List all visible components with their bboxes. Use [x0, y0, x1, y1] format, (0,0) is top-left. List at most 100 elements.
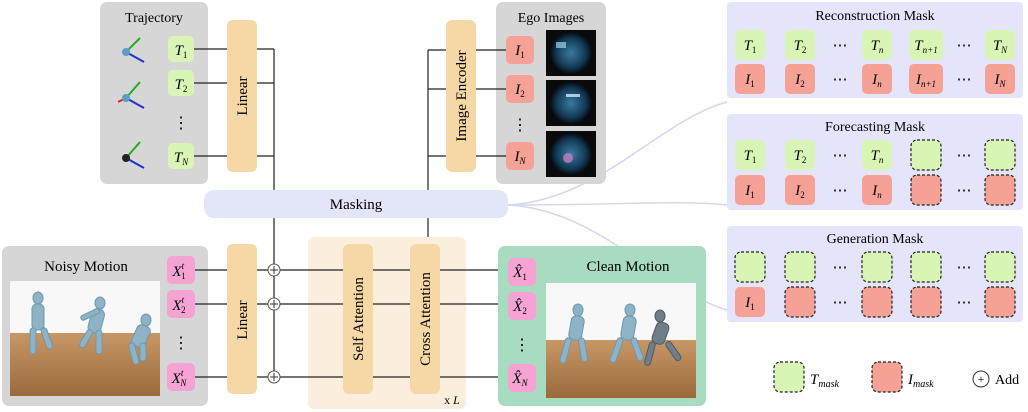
trajectory-axes-icon-2	[117, 81, 145, 109]
svg-text:T1: T1	[175, 43, 188, 60]
svg-text:⋯: ⋯	[833, 183, 848, 199]
ego-ellipsis: ⋮	[512, 117, 528, 134]
ego-image-thumbnail-2	[546, 80, 596, 126]
svg-text:T2: T2	[794, 148, 807, 165]
svg-text:Linear: Linear	[235, 76, 251, 115]
trajectory-panel: Trajectory T1 T2 ⋮ TN	[100, 2, 208, 184]
ego-token-n: IN	[506, 142, 534, 170]
svg-text:Tmask: Tmask	[810, 372, 839, 390]
svg-text:Self Attention: Self Attention	[351, 277, 367, 361]
flow-connectors	[195, 269, 508, 378]
svg-text:TN: TN	[174, 150, 189, 167]
ego-images-title: Ego Images	[518, 11, 584, 26]
noisy-motion-image	[10, 281, 160, 396]
generation-row-trajectory	[734, 251, 1016, 283]
svg-text:In: In	[871, 183, 882, 200]
noisy-motion-title: Noisy Motion	[44, 259, 128, 275]
svg-text:Tn+1: Tn+1	[914, 38, 937, 55]
svg-text:TN: TN	[993, 38, 1008, 55]
trajectory-token-2: T2	[168, 70, 194, 96]
ego-image-thumbnail-n	[546, 131, 596, 177]
svg-text:⋯: ⋯	[957, 295, 972, 311]
image-encoder-block: Image Encoder	[446, 20, 476, 172]
forecasting-row-images: I1 I2 ⋯ In ⋯	[735, 174, 1016, 206]
svg-text:X̂2: X̂2	[512, 299, 527, 316]
reconstruction-row-trajectory: T1 T2 ⋯ Tn Tn+1 ⋯ TN	[735, 30, 1015, 60]
svg-text:Tn: Tn	[871, 148, 884, 165]
svg-text:X̂N: X̂N	[511, 371, 528, 388]
svg-text:Cross Attention: Cross Attention	[418, 272, 434, 366]
svg-text:⋯: ⋯	[957, 148, 972, 164]
noisy-ellipsis: ⋮	[173, 335, 189, 352]
legend-i-mask: Imask	[871, 361, 934, 393]
reconstruction-mask-title: Reconstruction Mask	[815, 9, 934, 24]
svg-text:Xt2: Xt2	[171, 295, 185, 315]
self-attention-block	[343, 244, 373, 394]
svg-text:Image Encoder: Image Encoder	[454, 50, 470, 141]
clean-motion-panel: Clean Motion X̂1 X̂2 ⋮ X̂N	[498, 246, 706, 406]
add-nodes	[267, 263, 281, 384]
svg-text:I1: I1	[744, 295, 755, 312]
svg-text:+: +	[978, 372, 985, 386]
reconstruction-row-images: I1 I2 ⋯ In In+1 ⋯ IN	[735, 64, 1015, 94]
clean-motion-image	[546, 283, 696, 398]
svg-text:In+1: In+1	[915, 72, 936, 89]
linear-block-bottom: Linear	[227, 244, 257, 394]
svg-text:Tn: Tn	[871, 38, 884, 55]
clean-token-1: X̂1	[508, 258, 536, 286]
trajectory-token-1: T1	[168, 36, 194, 62]
ego-token-2: I2	[506, 75, 534, 103]
svg-text:Add: Add	[995, 373, 1019, 388]
svg-text:In: In	[871, 72, 882, 89]
svg-text:I2: I2	[794, 72, 805, 89]
masking-block: Masking	[204, 190, 508, 218]
svg-text:Xt1: Xt1	[171, 261, 185, 281]
svg-text:⋯: ⋯	[833, 148, 848, 164]
svg-text:⋯: ⋯	[833, 295, 848, 311]
generation-ellipsis-2: ⋯	[957, 260, 972, 276]
trajectory-token-n: TN	[168, 143, 194, 169]
svg-text:T1: T1	[744, 148, 757, 165]
svg-text:IN: IN	[513, 149, 526, 166]
svg-text:T2: T2	[175, 77, 188, 94]
svg-text:⋯: ⋯	[833, 38, 848, 54]
legend: Tmask Imask + Add	[773, 361, 1019, 393]
svg-text:Linear: Linear	[235, 300, 251, 339]
forecasting-row-trajectory: T1 T2 ⋯ Tn ⋯	[735, 139, 1016, 171]
svg-text:⋯: ⋯	[833, 72, 848, 88]
clean-token-n: X̂N	[508, 364, 536, 392]
svg-text:T1: T1	[744, 38, 757, 55]
ego-token-1: I1	[506, 36, 534, 64]
forecasting-mask-panel: Forecasting Mask T1 T2 ⋯ Tn ⋯ I1 I2 ⋯ In…	[727, 114, 1023, 210]
trajectory-title: Trajectory	[125, 11, 183, 26]
clean-token-2: X̂2	[508, 292, 536, 320]
svg-text:⋯: ⋯	[957, 183, 972, 199]
svg-text:I1: I1	[744, 72, 755, 89]
svg-text:I2: I2	[514, 82, 525, 99]
svg-text:XtN: XtN	[171, 368, 188, 388]
ego-image-thumbnail-1	[546, 30, 596, 76]
svg-text:I1: I1	[514, 43, 525, 60]
svg-text:Masking: Masking	[330, 197, 383, 213]
forecasting-mask-title: Forecasting Mask	[825, 120, 925, 135]
legend-t-mask: Tmask	[773, 361, 839, 393]
svg-text:IN: IN	[993, 72, 1006, 89]
svg-text:I2: I2	[794, 183, 805, 200]
svg-text:⋯: ⋯	[957, 38, 972, 54]
svg-text:Imask: Imask	[907, 372, 934, 390]
trajectory-axes-icon-1	[122, 37, 145, 63]
svg-text:⋯: ⋯	[957, 72, 972, 88]
clean-motion-title: Clean Motion	[587, 259, 670, 275]
trajectory-axes-icon-3	[122, 141, 145, 169]
reconstruction-mask-panel: Reconstruction Mask T1 T2 ⋯ Tn Tn+1 ⋯ TN…	[727, 2, 1023, 98]
clean-ellipsis: ⋮	[514, 337, 530, 354]
generation-mask-panel: Generation Mask ⋯ ⋯ I1 ⋯ ⋯	[727, 226, 1023, 322]
ego-images-panel: Ego Images I1 I2 ⋮ IN	[496, 2, 606, 184]
